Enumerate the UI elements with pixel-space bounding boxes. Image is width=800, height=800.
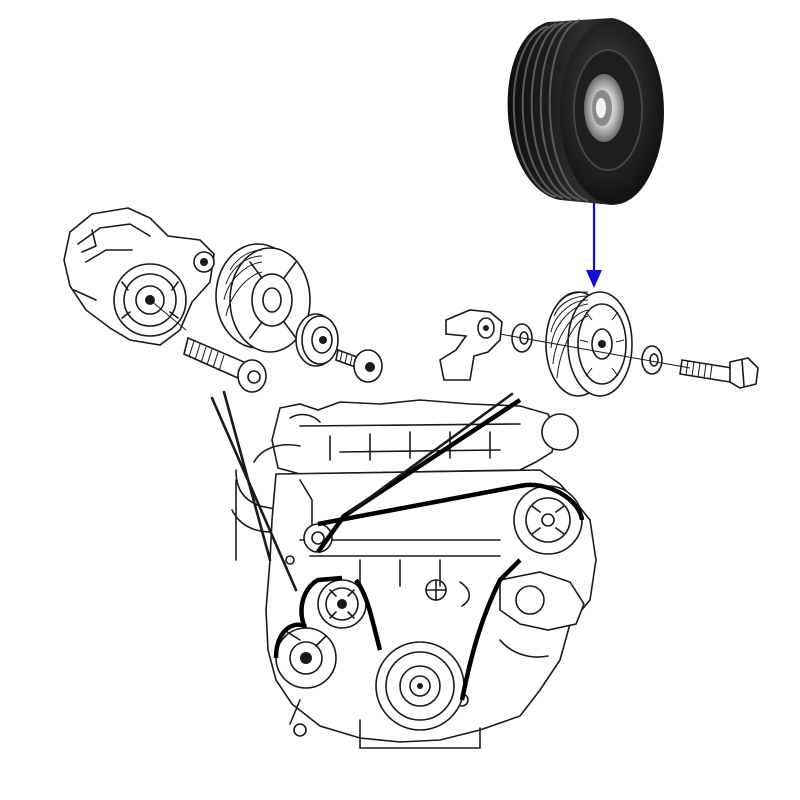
idler-bracket bbox=[439, 309, 503, 381]
outer-washer bbox=[641, 345, 663, 375]
photo-idler-pulley bbox=[507, 18, 664, 205]
belt-tensioner-assembly bbox=[63, 207, 215, 346]
tensioner-pulley-bolt bbox=[335, 348, 383, 383]
idler-pulley-bolt bbox=[679, 357, 759, 389]
tensioner-pulley bbox=[215, 243, 311, 353]
pulley-grooves bbox=[512, 19, 589, 202]
callout-arrow bbox=[586, 202, 602, 288]
engine-block bbox=[231, 399, 597, 749]
tensioner-pulley-dust-cap bbox=[295, 313, 339, 367]
tensioner-mount-bolt bbox=[183, 336, 267, 393]
crankshaft-pulley bbox=[375, 641, 465, 731]
exploded-idler-pulley bbox=[545, 291, 633, 397]
serpentine-belt bbox=[210, 390, 585, 701]
